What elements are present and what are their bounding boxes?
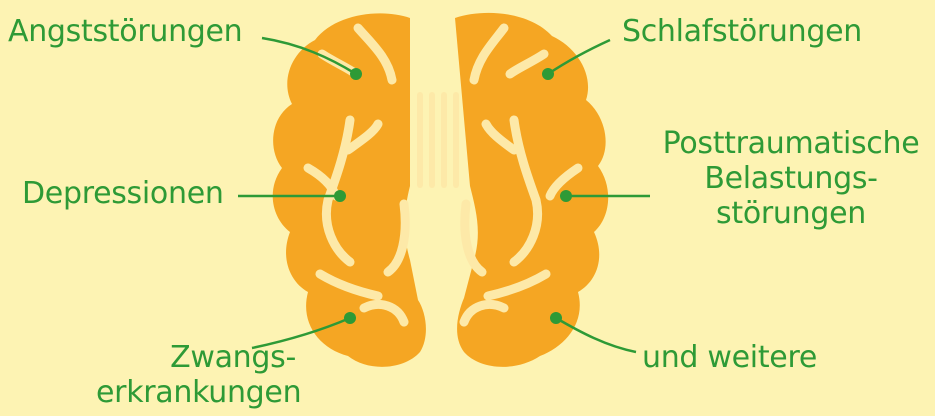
label-schlafstoerungen: Schlafstörungen: [622, 14, 862, 49]
dot-zwang: [344, 312, 356, 324]
corpus-lines: [420, 95, 456, 185]
label-und-weitere: und weitere: [642, 340, 817, 375]
label-zwangserkrankungen: Zwangs- erkrankungen: [96, 340, 296, 410]
dot-ptbs: [560, 190, 572, 202]
dot-depression: [334, 190, 346, 202]
dot-angst: [350, 68, 362, 80]
label-angststoerungen: Angststörungen: [8, 14, 242, 49]
dot-weitere: [550, 312, 562, 324]
dot-schlaf: [542, 68, 554, 80]
label-depressionen: Depressionen: [22, 176, 224, 211]
label-ptbs: Posttraumatische Belastungs- störungen: [656, 126, 926, 231]
